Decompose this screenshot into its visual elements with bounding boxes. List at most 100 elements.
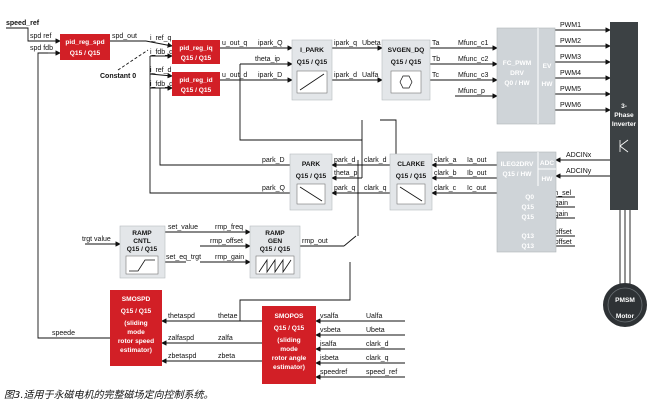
ramp-cntl-sub: Q15 / Q15 — [127, 246, 158, 253]
smospd-sub: Q15 / Q15 — [121, 308, 152, 315]
constant-label: Constant 0 — [100, 73, 136, 80]
pwm2-label: PWM2 — [560, 38, 581, 45]
pid-reg-iq-block: pid_reg_iq Q15 / Q15 — [172, 40, 220, 64]
clark-q-in-label: clark_q — [366, 355, 389, 362]
ramp-gen-t1: RAMP — [265, 230, 285, 237]
ic-out-label: Ic_out — [467, 185, 486, 192]
ib-gain-label: Ib_gain — [545, 211, 568, 218]
ileg-sub: Q15 / HW — [503, 171, 533, 178]
park-q-in-label: park_q — [334, 185, 356, 192]
ualfa-in-label: Ualfa — [366, 313, 382, 320]
ramp-cntl-t1: RAMP — [132, 230, 152, 237]
ileg-q15a: Q15 — [522, 204, 535, 211]
rmp-freq-label: rmp_freq — [215, 224, 243, 231]
ipark-sub: Q15 / Q15 — [297, 59, 328, 66]
clark-c-label: clark_c — [434, 185, 457, 192]
ubeta-in-label: Ubeta — [366, 327, 385, 334]
ramp-icon — [129, 259, 155, 272]
ubeta-label: Ubeta — [362, 40, 381, 47]
vsalfa-label: vsalfa — [320, 313, 338, 320]
ipark-q-in-label: ipark_Q — [258, 40, 283, 47]
wire-labels: speed_ref spd ref spd fdb spd_out Consta… — [6, 20, 592, 376]
ipark-q-out-label: ipark_q — [334, 40, 357, 47]
zalfa-label: zalfa — [218, 335, 233, 342]
clarke-sub: Q15 / Q15 — [396, 173, 427, 180]
tb-label: Tb — [432, 56, 440, 63]
thetaspd-label: thetaspd — [168, 313, 195, 320]
ipark-d-out-label: ipark_d — [334, 72, 357, 79]
motor-l2: Motor — [616, 313, 635, 320]
theta-p-label: theta_p — [334, 170, 357, 177]
clark-a-label: clark_a — [434, 157, 457, 164]
fc-pwm-drv-block: FC_PWM DRV Q0 / HW EV HW — [496, 27, 556, 125]
fc-pwm-title: FC_PWM — [503, 60, 532, 67]
ramp-gen-block: RAMP GEN Q15 / Q15 — [249, 225, 301, 279]
rmp-gain-label: rmp_gain — [215, 254, 244, 261]
figure-caption: 图3.适用于永磁电机的完整磁场定向控制系统。 — [4, 389, 214, 401]
ualfa-label: Ualfa — [362, 72, 378, 79]
ramp-cntl-t2: CNTL — [133, 238, 151, 245]
hexagon-icon — [399, 75, 413, 89]
smopos-d4: estimator) — [273, 364, 305, 371]
ileg-q15b: Q15 — [522, 214, 535, 221]
svgen-sub: Q15 / Q15 — [391, 59, 422, 66]
ileg-hw: HW — [542, 176, 554, 183]
trgt-value-label: trgt value — [82, 236, 111, 243]
park-block: PARK Q15 / Q15 — [289, 153, 333, 211]
clarke-block: CLARKE Q15 / Q15 — [389, 153, 433, 211]
ipark-block: I_PARK Q15 / Q15 — [291, 39, 333, 101]
pmsm-motor: PMSM Motor — [603, 283, 647, 327]
park-d-in-label: park_d — [334, 157, 356, 164]
mfunc-c1-label: Mfunc_c1 — [458, 40, 488, 47]
i-fdb-q-label: i_fdb_q — [150, 49, 173, 56]
smospd-d3: rotor speed — [118, 338, 154, 345]
inverter-l3: Inverter — [612, 121, 637, 128]
pwm1-label: PWM1 — [560, 22, 581, 29]
pid-reg-spd-block: pid_reg_spd Q15 / Q15 — [60, 34, 110, 60]
smopos-sub: Q15 / Q15 — [274, 325, 305, 332]
smopos-block: SMOPOS Q15 / Q15 (sliding mode rotor ang… — [262, 306, 316, 384]
set-eq-trgt-label: set_eq_trgt — [166, 254, 201, 261]
adcinx-label: ADCINx — [566, 152, 592, 159]
smopos-d2: mode — [280, 346, 298, 353]
spd-fdb-label: spd fdb — [30, 45, 53, 52]
smopos-d1: (sliding — [277, 337, 300, 344]
smopos-d3: rotor angle — [272, 355, 307, 362]
fc-pwm-sub: Q0 / HW — [504, 80, 530, 87]
pid-reg-id-block: pid_reg_id Q15 / Q15 — [172, 72, 220, 96]
clark-d-in-label: clark_d — [366, 341, 389, 348]
smospd-d1: (sliding — [124, 320, 147, 327]
speedref-label: speedref — [320, 369, 347, 376]
theta-ip-label: theta_ip — [255, 56, 280, 63]
park-Q-out-label: park_Q — [262, 185, 286, 192]
ileg-q13b: Q13 — [522, 243, 535, 250]
ich-sel-label: I_ch_sel — [545, 190, 572, 197]
isbeta-label: isbeta — [320, 355, 339, 362]
ileg-q13a: Q13 — [522, 233, 535, 240]
speede-label: speede — [52, 330, 75, 337]
park-title: PARK — [302, 161, 320, 168]
fc-pwm-t2: DRV — [510, 70, 524, 77]
thetae-label: thetae — [218, 313, 238, 320]
ipark-title: I_PARK — [300, 47, 324, 54]
vsbeta-label: vsbeta — [320, 327, 341, 334]
mfunc-p-label: Mfunc_p — [458, 88, 485, 95]
pid-iq-sub: Q15 / Q15 — [181, 55, 212, 62]
inverter-l1: 3- — [621, 103, 627, 110]
rmp-out-label: rmp_out — [302, 238, 328, 245]
smospd-block: SMOSPD Q15 / Q15 (sliding mode rotor spe… — [110, 290, 162, 366]
ipark-d-in-label: ipark_D — [258, 72, 282, 79]
svgen-block: SVGEN_DQ Q15 / Q15 — [381, 39, 431, 101]
mfunc-c2-label: Mfunc_c2 — [458, 56, 488, 63]
svgen-title: SVGEN_DQ — [388, 47, 425, 54]
pid-spd-title: pid_reg_spd — [65, 39, 104, 46]
i-ref-q-label: i_ref_q — [150, 35, 172, 42]
smopos-title: SMOPOS — [275, 313, 305, 320]
zbetaspd-label: zbetaspd — [168, 353, 197, 360]
ib-offset-label: Ib_offset — [545, 239, 572, 246]
wires — [6, 27, 631, 380]
ileg-q0: Q0 — [525, 194, 534, 201]
spd-out-label: spd_out — [112, 33, 137, 40]
park-sub: Q15 / Q15 — [296, 173, 327, 180]
